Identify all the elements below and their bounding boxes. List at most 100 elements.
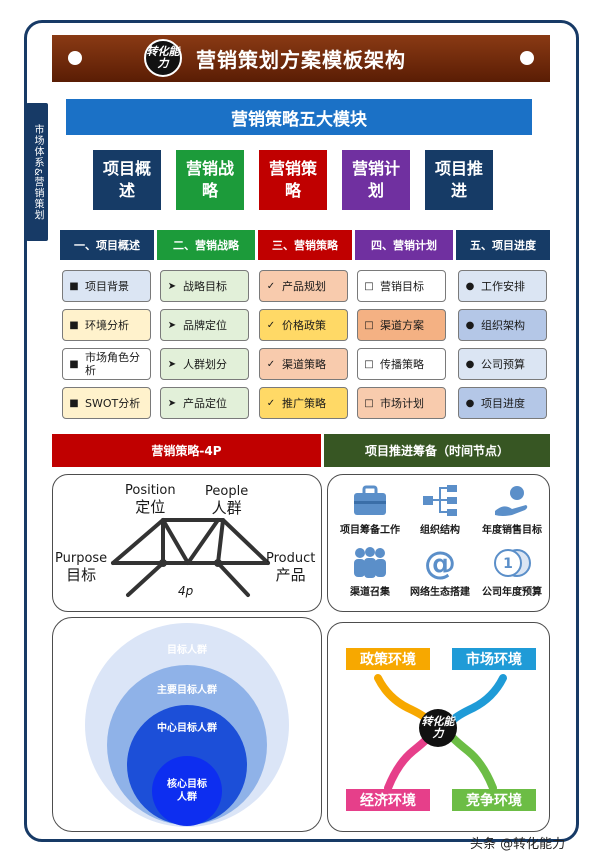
progress-item: 1 公司年度预算 <box>472 543 549 598</box>
modules-subtitle: 营销策略五大模块 <box>66 99 532 135</box>
connector-market <box>449 674 507 724</box>
progress-item-label: 组织结构 <box>420 525 460 536</box>
grid-cell-label: 推广策略 <box>282 396 326 410</box>
4p-center-v <box>161 518 220 565</box>
grid-cell-label: 产品规划 <box>282 279 326 293</box>
bullet-icon: ➤ <box>167 358 177 370</box>
coins-icon: 1 <box>472 543 549 583</box>
grid-cell: □传播策略 <box>357 348 446 380</box>
4p-label-people: People 人群 <box>205 483 248 517</box>
grid-cell: ✓推广策略 <box>259 387 348 419</box>
grid-cell: ● 项目进度 <box>458 387 547 419</box>
circle-label: 中心目标人群 <box>157 723 217 734</box>
bullet-icon: □ <box>364 397 374 409</box>
section-header-4p: 营销策略-4P <box>52 434 321 467</box>
grid-cell-label: 公司预算 <box>481 357 525 371</box>
progress-item-label: 渠道召集 <box>350 587 390 598</box>
grid-cell: ■环境分析 <box>62 309 151 341</box>
panel-environment: 政策环境 市场环境 经济环境 竞争环境 转化能力 <box>327 622 550 832</box>
title-bar: 转化能力 营销策划方案模板架构 <box>52 35 550 82</box>
grid-cell: ✓ 渠道策略 <box>259 348 348 380</box>
people-group-icon <box>330 543 410 583</box>
column-header: 三、营销策略 <box>258 230 352 260</box>
circle-label: 主要目标人群 <box>157 685 217 696</box>
grid-cell: ➤ 人群划分 <box>160 348 249 380</box>
column-header: 一、项目概述 <box>60 230 154 260</box>
progress-item-label: 年度销售目标 <box>482 525 542 536</box>
side-label: 市场体系&营销策划 <box>26 103 48 241</box>
connector-competition <box>449 734 497 792</box>
progress-item: 年度销售目标 <box>472 481 549 536</box>
4p-roof <box>111 518 270 565</box>
grid-cell: ■项目背景 <box>62 270 151 302</box>
4p-diagram <box>111 518 270 597</box>
4p-label-en: Purpose <box>55 551 108 566</box>
briefcase-icon <box>330 481 410 521</box>
column-header: 四、营销计划 <box>355 230 453 260</box>
grid-cell-label: 渠道策略 <box>282 357 326 371</box>
grid-cell-label: 市场角色分析 <box>85 351 140 377</box>
grid-cell-label: 产品定位 <box>183 396 227 410</box>
module-box: 营销计划 <box>342 150 410 210</box>
grid-cell: ■市场角色分析 <box>62 348 151 380</box>
bullet-icon: ➤ <box>167 280 177 292</box>
progress-item: 项目筹备工作 <box>330 481 410 536</box>
bullet-icon: ➤ <box>167 319 177 331</box>
grid-cell-label: 环境分析 <box>85 318 129 332</box>
panel-4p: Position 定位 People 人群 Purpose 目标 Product… <box>52 474 322 612</box>
grid-cell: □ 营销目标 <box>357 270 446 302</box>
bullet-icon: ● <box>465 358 475 370</box>
progress-item: 组织结构 <box>400 481 480 536</box>
center-badge: 转化能力 <box>419 709 457 747</box>
grid-cell: ■SWOT分析 <box>62 387 151 419</box>
4p-label-zh: 定位 <box>135 498 166 516</box>
bullet-icon: □ <box>364 280 374 292</box>
title-dot-left <box>68 51 82 65</box>
circle-label: 目标人群 <box>167 645 207 656</box>
grid-cell: ✓ 价格政策 <box>259 309 348 341</box>
grid-cell-label: 渠道方案 <box>380 318 424 332</box>
grid-cell: ●组织架构 <box>458 309 547 341</box>
progress-item: @ 网络生态搭建 <box>400 543 480 598</box>
4p-label-zh: 目标 <box>66 566 97 584</box>
4p-label-en: Position <box>125 483 176 498</box>
grid-cell-label: 人群划分 <box>183 357 227 371</box>
grid-cell-label: 营销目标 <box>380 279 424 293</box>
progress-item-label: 网络生态搭建 <box>410 587 470 598</box>
env-label-economy: 经济环境 <box>346 789 430 811</box>
grid-cell-label: 传播策略 <box>380 357 424 371</box>
bullet-icon: ✓ <box>266 280 276 292</box>
grid-cell: ● 公司预算 <box>458 348 547 380</box>
circle-label: 核心目标人群 <box>167 779 207 803</box>
grid-cell: □ 渠道方案 <box>357 309 446 341</box>
grid-cell-label: 工作安排 <box>481 279 525 293</box>
4p-label-zh: 人群 <box>211 499 242 517</box>
4p-label-product: Product 产品 <box>266 550 315 584</box>
bullet-icon: ➤ <box>167 397 177 409</box>
bullet-icon: ✓ <box>266 319 276 331</box>
4p-label-position: Position 定位 <box>125 482 176 516</box>
connector-economy <box>384 734 432 792</box>
bullet-icon: ■ <box>69 280 79 292</box>
grid-cell-label: 价格政策 <box>282 318 326 332</box>
4p-leg-left <box>126 518 165 597</box>
page-title: 营销策划方案模板架构 <box>196 48 406 72</box>
bullet-icon: □ <box>364 319 374 331</box>
bullet-icon: ● <box>465 397 475 409</box>
section-header-progress: 项目推进筹备（时间节点） <box>324 434 550 467</box>
org-chart-icon <box>400 481 480 521</box>
4p-label-en: People <box>205 484 249 499</box>
column-header: 二、营销战略 <box>157 230 255 260</box>
module-box: 营销策略 <box>259 150 327 210</box>
grid-cell-label: 项目进度 <box>481 396 525 410</box>
module-box: 项目概述 <box>93 150 161 210</box>
bullet-icon: ✓ <box>266 358 276 370</box>
grid-cell: ➤ 产品定位 <box>160 387 249 419</box>
grid-cell: ●工作安排 <box>458 270 547 302</box>
module-box: 营销战略 <box>176 150 244 210</box>
progress-item-label: 公司年度预算 <box>482 587 542 598</box>
progress-item-label: 项目筹备工作 <box>340 525 400 536</box>
brand-badge: 转化能力 <box>144 39 182 77</box>
column-header: 五、项目进度 <box>456 230 550 260</box>
grid-cell: ➤战略目标 <box>160 270 249 302</box>
